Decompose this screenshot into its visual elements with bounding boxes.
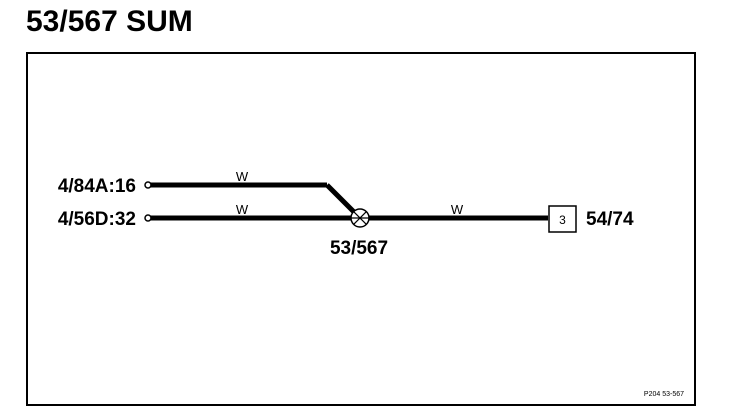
source-1-label: 4/84A:16 [58, 176, 136, 197]
reference-code: P204 53-567 [644, 391, 684, 398]
splice-label: 53/567 [330, 238, 388, 259]
wire-source-1-color: W [236, 169, 249, 184]
page-title: 53/567 SUM [26, 5, 193, 38]
source-1-terminal [144, 181, 152, 189]
connector-box [548, 205, 577, 233]
source-2-label: 4/56D:32 [58, 209, 136, 230]
diagram-frame [26, 52, 696, 406]
wire-output-color: W [451, 202, 464, 217]
connector-box-number: 3 [559, 213, 566, 227]
source-2-terminal [144, 214, 152, 222]
wire-source-2-color: W [236, 202, 249, 217]
splice-node [350, 208, 370, 228]
destination-label: 54/74 [586, 209, 634, 230]
